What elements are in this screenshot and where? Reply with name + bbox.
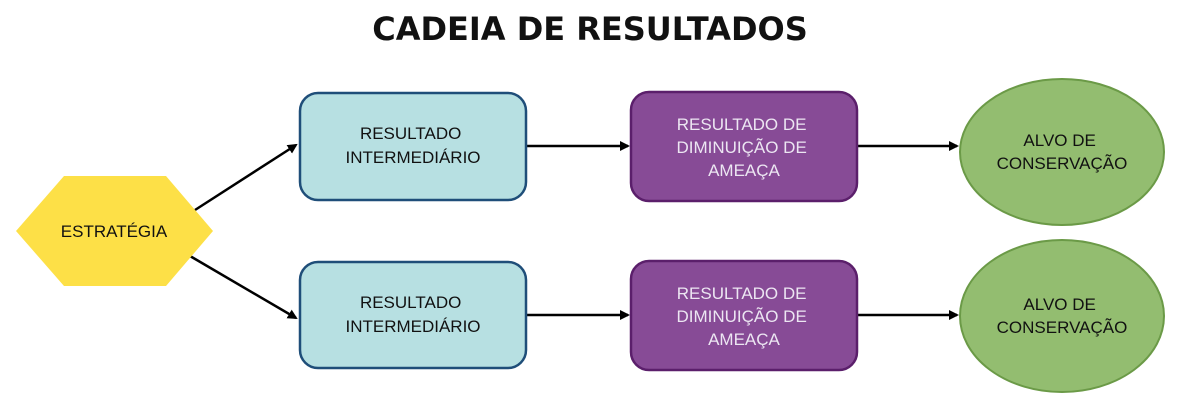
conservation-target-ellipse: [959, 78, 1165, 226]
intermediate-result-label: RESULTADO INTERMEDIÁRIO: [345, 124, 480, 167]
threat-reduction-label: RESULTADO DE DIMINUIÇÃO DE AMEAÇA: [676, 115, 811, 180]
threat-reduction-line: DIMINUIÇÃO DE: [676, 307, 806, 326]
threat-reduction-node: RESULTADO DE DIMINUIÇÃO DE AMEAÇA: [629, 90, 859, 203]
arrow-strategy-to-intermediate-1: [194, 143, 298, 212]
threat-reduction-node: RESULTADO DE DIMINUIÇÃO DE AMEAÇA: [629, 259, 859, 372]
threat-reduction-label: RESULTADO DE DIMINUIÇÃO DE AMEAÇA: [676, 284, 811, 349]
intermediate-result-line: RESULTADO: [360, 124, 461, 143]
conservation-target-label: ALVO DE CONSERVAÇÃO: [997, 131, 1128, 173]
intermediate-result-node: RESULTADO INTERMEDIÁRIO: [298, 260, 528, 370]
strategy-label: ESTRATÉGIA: [61, 222, 168, 241]
threat-reduction-box: [629, 259, 859, 372]
intermediate-result-label: RESULTADO INTERMEDIÁRIO: [345, 293, 480, 336]
intermediate-result-line: INTERMEDIÁRIO: [345, 317, 480, 336]
conservation-target-node: ALVO DE CONSERVAÇÃO: [959, 239, 1165, 393]
strategy-hexagon: [16, 176, 213, 286]
intermediate-result-box: [298, 260, 528, 370]
threat-reduction-line: AMEAÇA: [708, 161, 780, 180]
intermediate-result-box: [298, 91, 528, 202]
arrow-strategy-to-intermediate-2: [189, 254, 298, 320]
results-chain-2: RESULTADO INTERMEDIÁRIO RESULTADO DE DIM…: [298, 239, 1165, 393]
intermediate-result-node: RESULTADO INTERMEDIÁRIO: [298, 91, 528, 202]
conservation-target-label: ALVO DE CONSERVAÇÃO: [997, 295, 1128, 337]
conservation-target-line: ALVO DE: [1023, 131, 1095, 150]
threat-reduction-box: [629, 90, 859, 203]
conservation-target-ellipse: [959, 239, 1165, 393]
threat-reduction-line: RESULTADO DE: [677, 284, 807, 303]
intermediate-result-line: INTERMEDIÁRIO: [345, 148, 480, 167]
diagram-title: CADEIA DE RESULTADOS: [372, 10, 808, 48]
conservation-target-line: ALVO DE: [1023, 295, 1095, 314]
threat-reduction-line: RESULTADO DE: [677, 115, 807, 134]
conservation-target-line: CONSERVAÇÃO: [997, 318, 1128, 337]
threat-reduction-line: DIMINUIÇÃO DE: [676, 138, 806, 157]
intermediate-result-line: RESULTADO: [360, 293, 461, 312]
conservation-target-line: CONSERVAÇÃO: [997, 154, 1128, 173]
strategy-node: ESTRATÉGIA: [16, 176, 213, 286]
conservation-target-node: ALVO DE CONSERVAÇÃO: [959, 78, 1165, 226]
threat-reduction-line: AMEAÇA: [708, 330, 780, 349]
results-chain-1: RESULTADO INTERMEDIÁRIO RESULTADO DE DIM…: [298, 78, 1165, 226]
